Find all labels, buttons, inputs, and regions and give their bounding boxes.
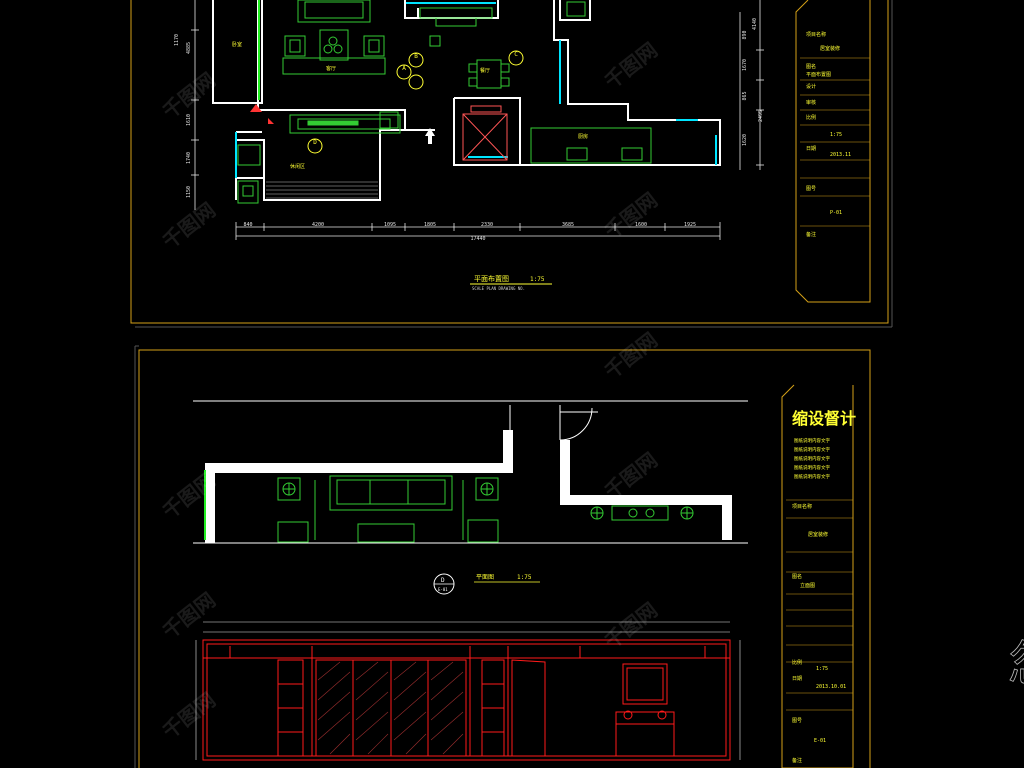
furniture (237, 0, 652, 204)
dimension-value-left: 1740 (186, 152, 192, 164)
title-block-1: 项目名称 居室装修 图名 平面布置图 设计 审核 比例 1:75 日期 2013… (795, 0, 871, 303)
titleblock-label: 图号 (792, 718, 802, 724)
notes-line: 图纸说明内容文字 (794, 437, 830, 444)
titleblock-value: 1:75 (830, 132, 842, 138)
callout-letter: B (414, 53, 418, 60)
titleblock-label: 比例 (806, 114, 816, 121)
dimension-value-right: 4140 (752, 18, 758, 30)
room-label: 卧室 (232, 41, 242, 48)
room-label: 餐厅 (480, 67, 490, 74)
titleblock-label: 备注 (792, 757, 802, 764)
titleblock-label: 图号 (806, 186, 816, 192)
titleblock-label: 审核 (806, 99, 816, 106)
dimension-value-right: 890 (742, 30, 748, 39)
plan-title: 平面布置图 (474, 274, 509, 283)
titleblock-label: 项目名称 (806, 31, 826, 38)
dimension-value-right: 2495 (758, 110, 764, 122)
sheet-2-frame (138, 349, 871, 768)
titleblock-value: P-01 (830, 210, 842, 216)
titleblock-value: 居室装修 (820, 45, 840, 52)
dimension-value-left: 1170 (174, 34, 180, 46)
callout-letter: D (313, 139, 317, 146)
dimension-value: 1600 (635, 222, 647, 228)
sheet-2-walls (205, 430, 732, 543)
plan-callout-sub: E-01 (438, 587, 448, 592)
dimension-value-left: 1150 (186, 186, 192, 198)
elevator-shaft (462, 105, 508, 161)
dimension-value-right: 1620 (742, 134, 748, 146)
floor-plan-walls (212, 0, 721, 201)
titleblock-value: 平面布置图 (806, 71, 831, 78)
dimension-value-right: 1670 (742, 59, 748, 71)
dimension-value: 1095 (384, 222, 396, 228)
dimension-value-right: 865 (742, 91, 748, 100)
callout-markers (307, 50, 524, 154)
titleblock-label: 备注 (806, 231, 816, 238)
dimension-value: 840 (243, 222, 252, 228)
entrance-arrow-icon (425, 128, 435, 144)
dimension-total: 17440 (470, 236, 485, 242)
dimension-lines (191, 0, 764, 240)
sheet-1-frame (130, 0, 889, 324)
room-label: 休闲区 (290, 163, 305, 170)
notes-line: 图纸说明内容文字 (794, 446, 830, 453)
notes-line: 图纸说明内容文字 (794, 455, 830, 462)
notes-line: 图纸说明内容文字 (794, 473, 830, 480)
elevation-dimensions (195, 621, 741, 760)
glass-elements (235, 2, 717, 178)
north-arrow-icon (250, 104, 262, 112)
callout-letter: C (514, 51, 518, 58)
sheet-2-furniture (277, 475, 694, 543)
titleblock-value: 居室装修 (808, 531, 828, 538)
titleblock-label: 日期 (792, 676, 802, 682)
titleblock-value: 立面图 (800, 582, 815, 589)
titleblock-value: E-01 (814, 738, 826, 744)
title-block-2: 缩设督计 图纸说明内容文字 图纸说明内容文字 图纸说明内容文字 图纸说明内容文字… (781, 384, 856, 768)
titleblock-value: 1:75 (816, 666, 828, 672)
plan-callout-letter: D (441, 577, 445, 584)
dimension-value-left: 4885 (186, 42, 192, 54)
dimension-value: 1925 (684, 222, 696, 228)
plan-scale: 1:75 (530, 276, 545, 283)
plan-subtitle: SCALE PLAN DRAWING NO. (472, 286, 525, 291)
sheet-1: A B C D 客厅 餐厅 厨房 卧室 休闲区 (130, 0, 893, 328)
floor-hatch (266, 181, 378, 199)
elevation-panel-hatch (317, 661, 464, 755)
dimension-value: 1805 (424, 222, 436, 228)
titleblock-label: 图名 (792, 573, 802, 580)
titleblock-label: 项目名称 (792, 503, 812, 510)
plan-title-2: 平面图 (476, 574, 494, 581)
room-label: 客厅 (326, 65, 336, 72)
titleblock-label: 日期 (806, 146, 816, 152)
elevation-drawing (202, 639, 731, 761)
callout-letter: A (402, 65, 406, 72)
titleblock-value: 2013.11 (830, 152, 851, 158)
titleblock-value: 2013.10.01 (816, 684, 846, 690)
brand-logo-text: 缩设督计 (792, 409, 856, 428)
titleblock-label: 比例 (792, 659, 802, 666)
dimension-value: 4200 (312, 222, 324, 228)
dimension-value: 2330 (481, 222, 493, 228)
titleblock-label: 图名 (806, 63, 816, 70)
dimension-value-left: 1610 (186, 114, 192, 126)
edge-glyph: 忽 (1008, 636, 1024, 692)
dimension-value: 3685 (562, 222, 574, 228)
sheet-2: D E-01 平面图 1:75 (134, 345, 871, 768)
plan-scale-2: 1:75 (517, 574, 532, 581)
titleblock-label: 设计 (806, 83, 816, 90)
room-label: 厨房 (578, 133, 588, 140)
notes-line: 图纸说明内容文字 (794, 464, 830, 471)
